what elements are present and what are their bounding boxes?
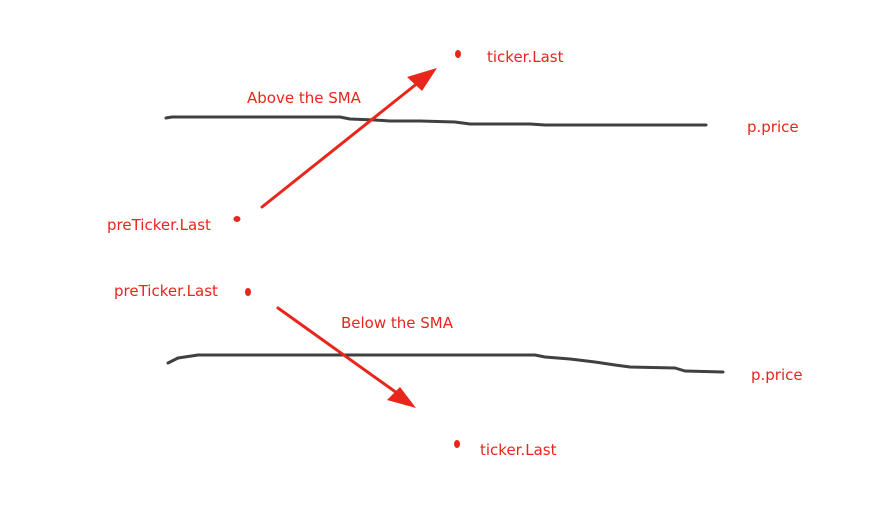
top-preticker-dot — [233, 216, 241, 222]
bottom-ticker-label: ticker.Last — [480, 441, 557, 459]
top-sma-line — [164, 115, 708, 127]
bottom-preticker-dot — [245, 288, 251, 296]
top-price-label: p.price — [747, 118, 799, 136]
top-arrow-head — [407, 68, 437, 91]
bottom-sma-line — [166, 353, 725, 374]
top-arrow-shaft — [260, 76, 426, 209]
bottom-arrow-head — [387, 387, 416, 408]
top-ticker-dot — [455, 50, 461, 58]
top-preticker-label: preTicker.Last — [107, 216, 211, 234]
bottom-direction-label: Below the SMA — [341, 314, 454, 332]
bottom-price-label: p.price — [751, 366, 803, 384]
top-ticker-label: ticker.Last — [487, 48, 564, 66]
top-direction-label: Above the SMA — [247, 89, 361, 107]
bottom-arrow-shaft — [276, 306, 406, 400]
bottom-ticker-dot — [454, 440, 460, 448]
bottom-preticker-label: preTicker.Last — [114, 282, 218, 300]
